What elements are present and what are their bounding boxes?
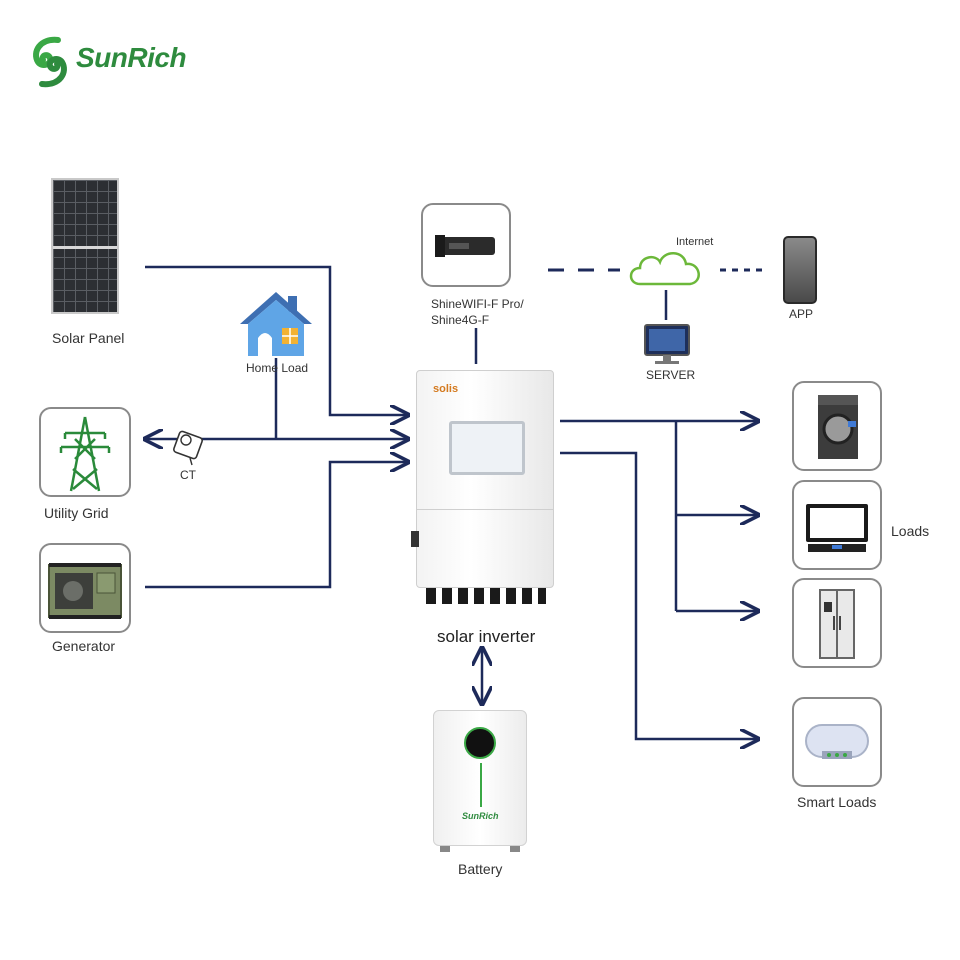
current-transformer-icon	[173, 430, 203, 466]
refrigerator-frame	[792, 578, 882, 668]
smart-loads-frame	[792, 697, 882, 787]
loads-label: Loads	[891, 523, 930, 539]
ct-label: CT	[180, 468, 196, 482]
wifi-dongle-icon	[435, 235, 495, 257]
generator-label: Generator	[52, 638, 116, 654]
house-icon	[240, 292, 312, 356]
inverter-brand: solis	[433, 383, 459, 395]
smart-loads-label: Smart Loads	[797, 794, 877, 810]
smartphone-icon	[783, 236, 817, 304]
battery-feet	[440, 846, 520, 852]
sunrich-logo-icon	[33, 36, 67, 88]
brand-name: SunRich	[76, 42, 187, 73]
generator-icon	[48, 563, 122, 619]
wifi-module-label-line1: ShineWIFI-F Pro/	[431, 297, 524, 311]
battery-brand: SunRich	[462, 811, 499, 821]
internet-label: Internet	[676, 236, 714, 248]
generator-frame	[39, 543, 131, 633]
refrigerator-icon	[819, 589, 855, 659]
inverter-connectors	[426, 588, 546, 604]
home-load-label: Home Load	[246, 361, 309, 375]
solar-panel-label: Solar Panel	[52, 330, 125, 346]
inverter-icon: solis	[411, 370, 554, 588]
utility-grid-frame	[39, 407, 131, 497]
app-label: APP	[789, 307, 814, 321]
battery-icon: SunRich	[433, 710, 527, 846]
inverter-switch[interactable]	[411, 531, 419, 547]
monitor-icon	[644, 324, 690, 364]
television-icon	[806, 504, 868, 552]
wifi-module-label-line2: Shine4G-F	[431, 313, 490, 327]
power-tower-icon	[59, 416, 111, 492]
cloud-icon	[629, 252, 700, 286]
inverter-label: solar inverter	[437, 627, 536, 646]
wifi-module-frame	[421, 203, 511, 287]
server-label: SERVER	[646, 368, 696, 382]
utility-grid-label: Utility Grid	[44, 505, 109, 521]
television-frame	[792, 480, 882, 570]
washing-machine-frame	[792, 381, 882, 471]
solar-panel-icon	[51, 178, 119, 314]
battery-label: Battery	[458, 861, 503, 877]
inverter-screen	[449, 421, 525, 475]
water-heater-icon	[805, 724, 869, 759]
washing-machine-icon	[818, 395, 858, 459]
